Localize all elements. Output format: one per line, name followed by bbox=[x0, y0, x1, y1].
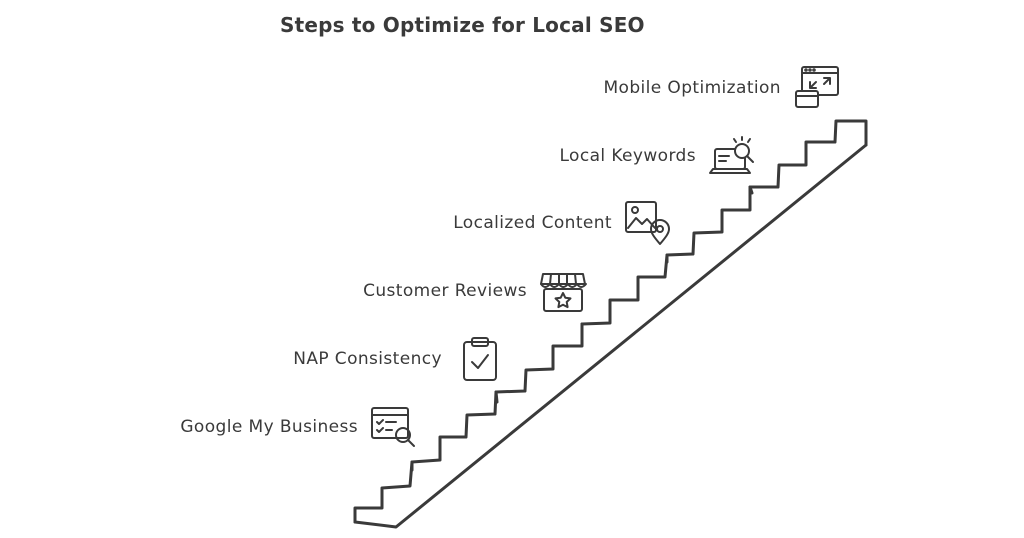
responsive-screens-icon bbox=[792, 63, 842, 113]
laptop-search-icon bbox=[707, 133, 757, 183]
step-label-localized-content: Localized Content bbox=[453, 213, 612, 233]
storefront-star-icon bbox=[538, 266, 588, 316]
step-label-google-my-business: Google My Business bbox=[180, 417, 358, 437]
diagram-title: Steps to Optimize for Local SEO bbox=[280, 13, 645, 37]
step-label-local-keywords: Local Keywords bbox=[559, 146, 696, 166]
stair-tick bbox=[748, 185, 754, 195]
stair-tick bbox=[494, 390, 499, 404]
step-label-customer-reviews: Customer Reviews bbox=[363, 281, 527, 301]
step-label-mobile-optimization: Mobile Optimization bbox=[603, 78, 781, 98]
clipboard-check-icon bbox=[455, 335, 505, 385]
image-location-icon bbox=[622, 198, 672, 248]
step-label-nap-consistency: NAP Consistency bbox=[293, 349, 442, 369]
checklist-search-icon bbox=[368, 403, 418, 453]
stair-stringer bbox=[353, 143, 868, 529]
stair-profile bbox=[353, 119, 868, 524]
